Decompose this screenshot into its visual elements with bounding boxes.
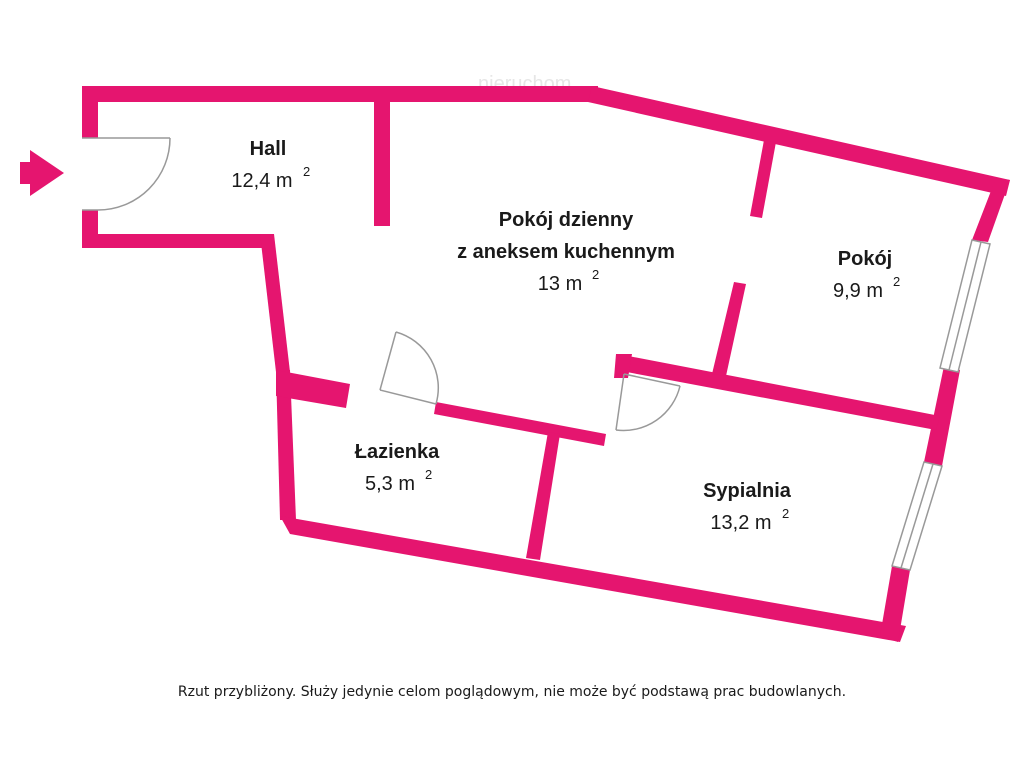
disclaimer-caption: Rzut przybliżony. Służy jedynie celom po… (177, 684, 847, 700)
area-sup: 2 (303, 164, 310, 179)
area-sup: 2 (425, 467, 432, 482)
room-name: Hall (250, 138, 287, 160)
exterior-walls (82, 86, 1010, 642)
area-sup: 2 (893, 274, 900, 289)
room-area: 12,4 m (231, 170, 292, 192)
interior-walls (276, 86, 940, 560)
room-label-lazienka: Łazienka 5,3 m 2 (355, 441, 440, 495)
doors (82, 137, 681, 432)
room-name-line2: z aneksem kuchennym (457, 241, 675, 263)
room-name: Sypialnia (703, 480, 792, 502)
room-area: 13,2 m (710, 512, 771, 534)
entrance-arrow-icon (20, 150, 64, 196)
room-area: 5,3 m (365, 473, 415, 495)
room-name: Pokój (838, 248, 892, 270)
room-label-sypialnia: Sypialnia 13,2 m 2 (703, 480, 792, 534)
area-sup: 2 (592, 267, 599, 282)
room-label-pokoj: Pokój 9,9 m 2 (833, 248, 900, 302)
room-label-living: Pokój dzienny z aneksem kuchennym 13 m 2 (457, 209, 675, 295)
room-area: 9,9 m (833, 280, 883, 302)
room-name: Pokój dzienny (499, 209, 634, 231)
room-name: Łazienka (355, 441, 440, 463)
room-label-hall: Hall 12,4 m 2 (231, 138, 310, 192)
area-sup: 2 (782, 506, 789, 521)
room-area: 13 m (538, 273, 582, 295)
windows (891, 239, 991, 571)
